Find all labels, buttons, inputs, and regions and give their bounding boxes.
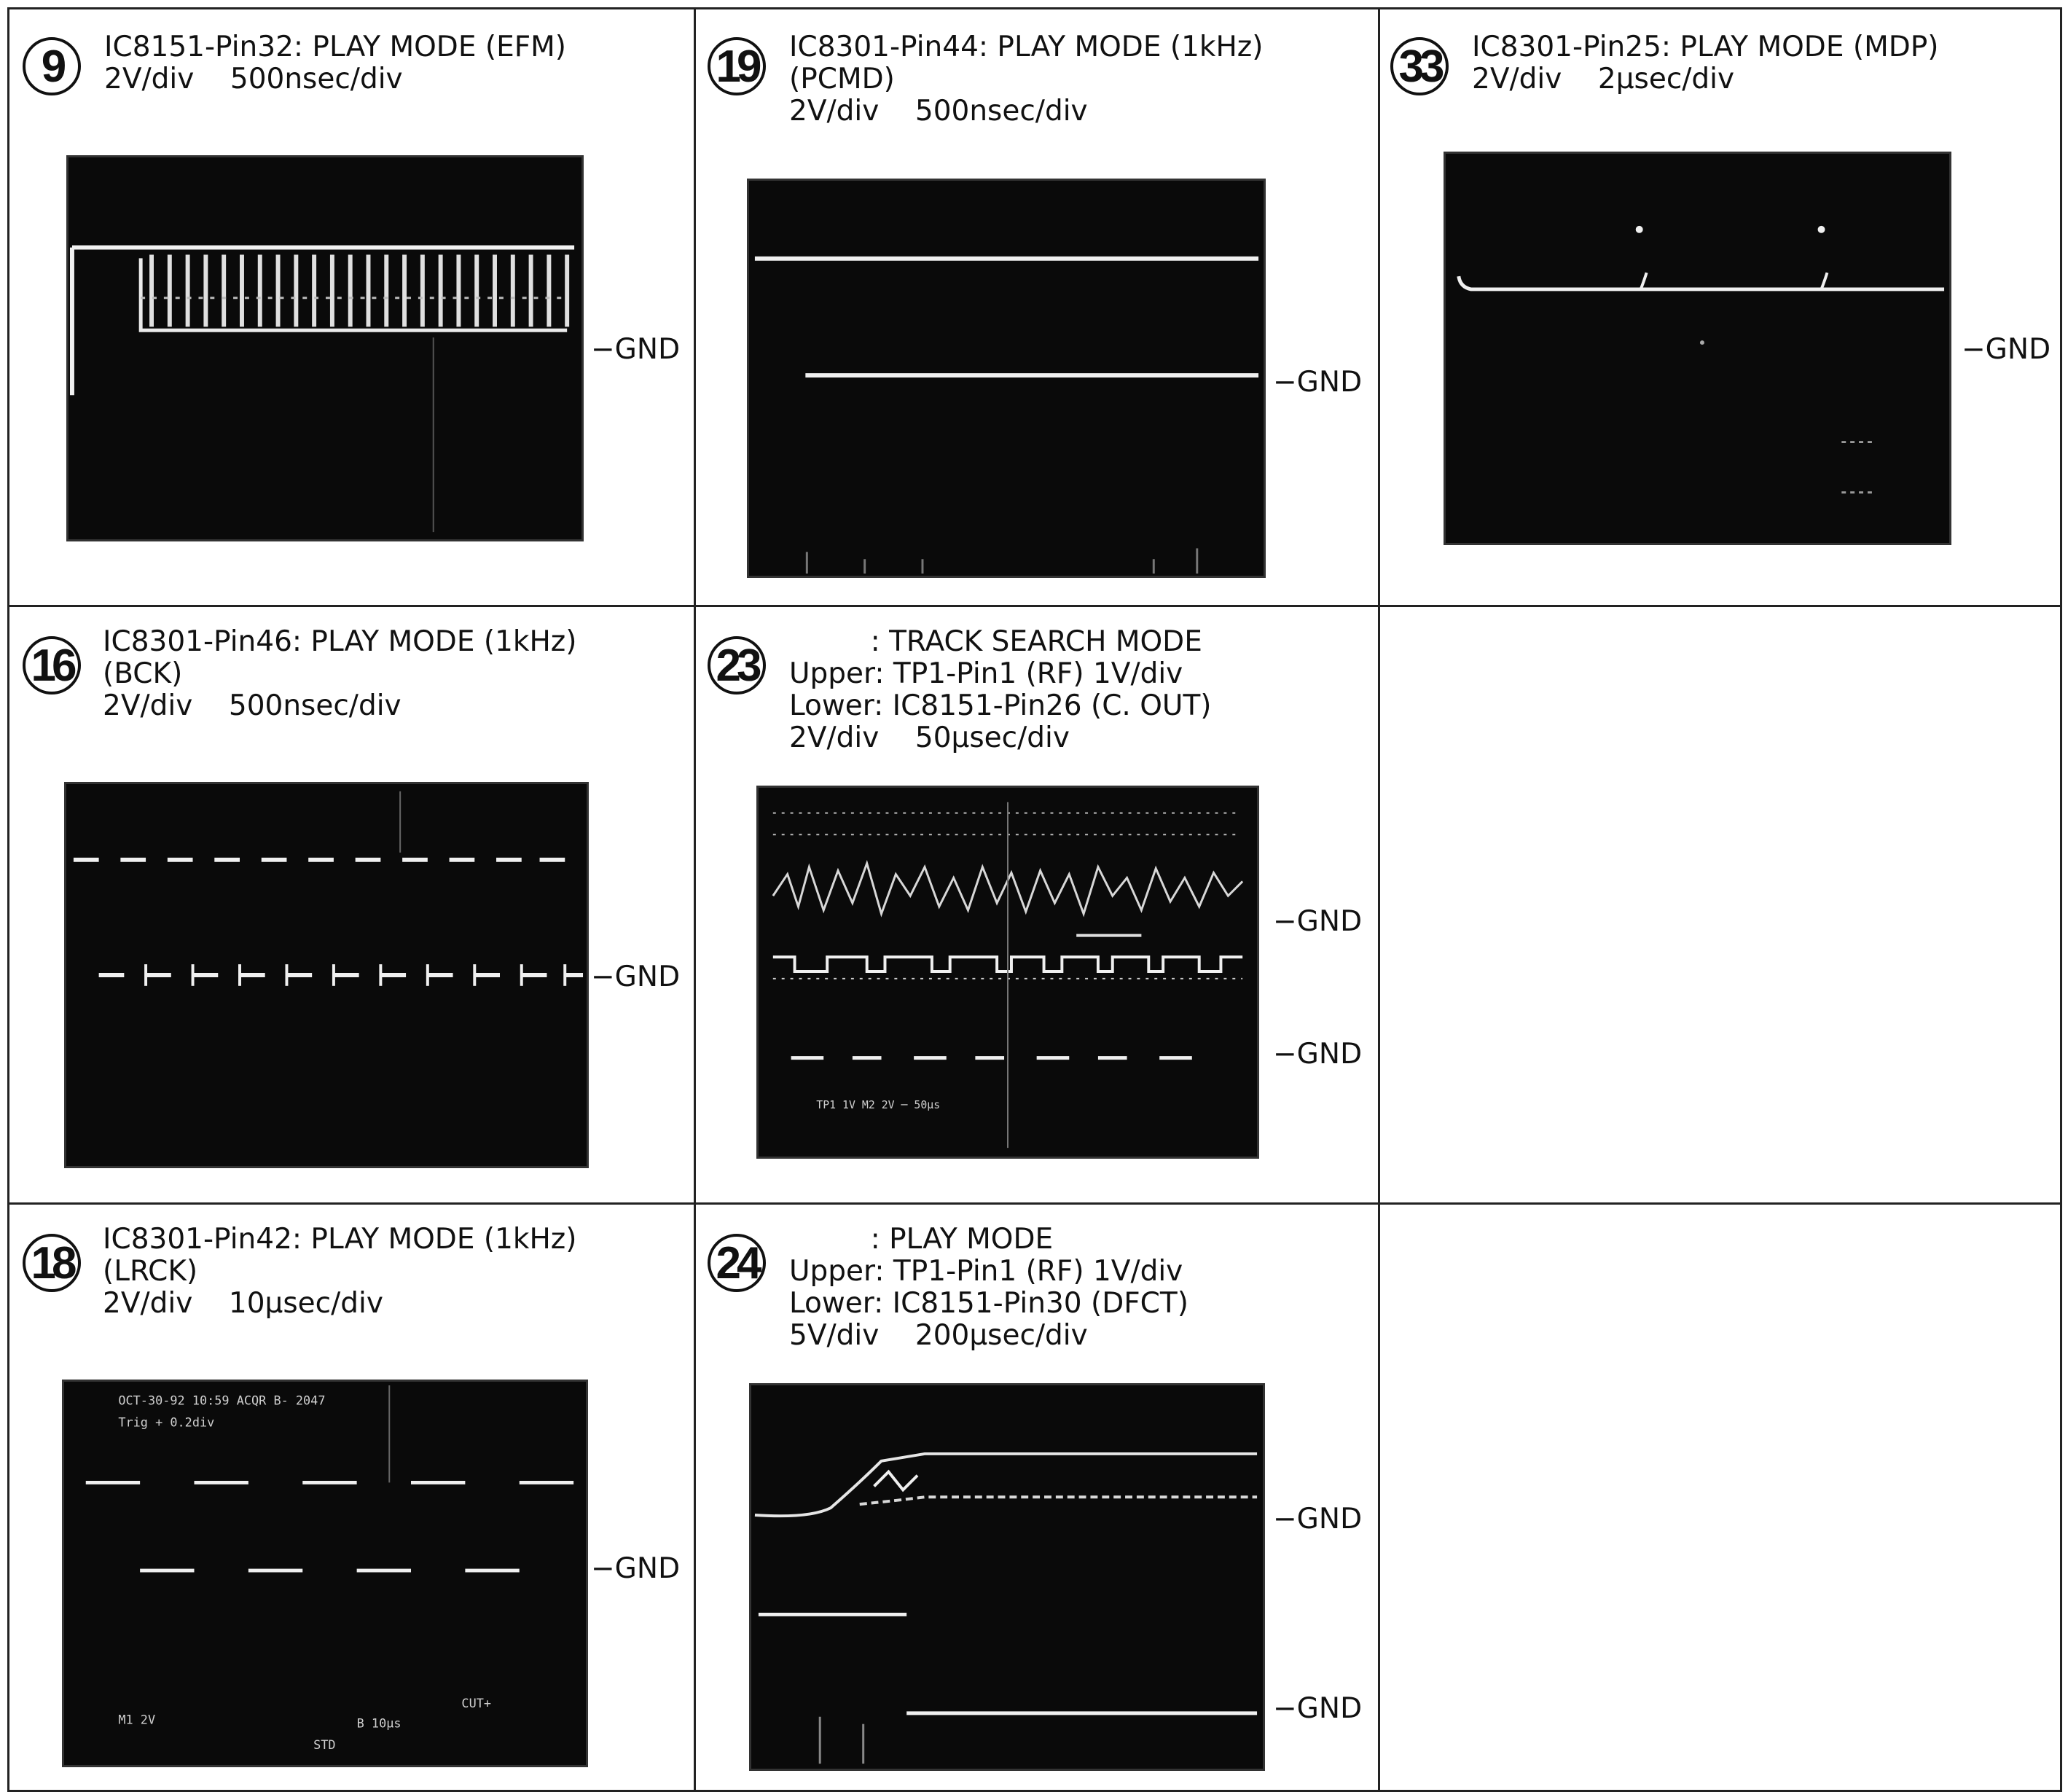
gnd-marker: −GND	[591, 1552, 681, 1585]
panel-18: 18 IC8301-Pin42: PLAY MODE (1kHz) (LRCK)…	[7, 1202, 696, 1792]
bck-waveform	[66, 784, 587, 1166]
panel-number-badge: 19	[708, 37, 766, 95]
panel-caption: : PLAY MODE Upper: TP1-Pin1 (RF) 1V/div …	[789, 1223, 1188, 1352]
gnd-marker: −GND	[1273, 1692, 1363, 1725]
panel-number-badge: 24	[708, 1234, 766, 1292]
scope-readout: B 10μs	[357, 1716, 402, 1731]
panel-number-badge: 16	[23, 636, 81, 695]
mdp-waveform	[1446, 154, 1949, 543]
lrck-waveform: OCT-30-92 10:59 ACQR B- 2047 Trig + 0.2d…	[64, 1382, 586, 1765]
gnd-marker: −GND	[591, 333, 681, 366]
panel-caption: IC8301-Pin44: PLAY MODE (1kHz) (PCMD) 2V…	[789, 31, 1264, 128]
scope-readout: Trig + 0.2div	[118, 1415, 214, 1429]
scope-readout: M1 2V	[118, 1713, 155, 1727]
gnd-marker: −GND	[1273, 366, 1363, 399]
gnd-marker: −GND	[1273, 905, 1363, 938]
panel-number-badge: 23	[708, 636, 766, 695]
gnd-marker: −GND	[1273, 1503, 1363, 1535]
oscilloscope-screen: OCT-30-92 10:59 ACQR B- 2047 Trig + 0.2d…	[62, 1380, 588, 1767]
gnd-marker: −GND	[1962, 333, 2051, 366]
scope-readout: STD	[313, 1737, 335, 1752]
gnd-marker: −GND	[1273, 1038, 1363, 1071]
oscilloscope-screen	[66, 155, 584, 541]
panel-24: 24 : PLAY MODE Upper: TP1-Pin1 (RF) 1V/d…	[694, 1202, 1380, 1792]
panel-16: 16 IC8301-Pin46: PLAY MODE (1kHz) (BCK) …	[7, 605, 696, 1205]
panel-23: 23 : TRACK SEARCH MODE Upper: TP1-Pin1 (…	[694, 605, 1380, 1205]
panel-number-badge: 9	[23, 37, 81, 95]
scope-readout: TP1 1V M2 2V ─ 50μs	[816, 1099, 940, 1111]
scope-readout: CUT+	[461, 1696, 491, 1710]
panel-caption: IC8301-Pin46: PLAY MODE (1kHz) (BCK) 2V/…	[103, 625, 577, 722]
panel-33: 33 IC8301-Pin25: PLAY MODE (MDP) 2V/div …	[1378, 7, 2062, 607]
panel-19: 19 IC8301-Pin44: PLAY MODE (1kHz) (PCMD)…	[694, 7, 1380, 607]
panel-9: 9 IC8151-Pin32: PLAY MODE (EFM) 2V/div 5…	[7, 7, 696, 607]
scope-readout: OCT-30-92 10:59 ACQR B- 2047	[118, 1393, 325, 1408]
oscilloscope-screen	[749, 1383, 1265, 1771]
panel-caption: IC8301-Pin25: PLAY MODE (MDP) 2V/div 2μs…	[1472, 31, 1939, 95]
panel-caption: : TRACK SEARCH MODE Upper: TP1-Pin1 (RF)…	[789, 625, 1212, 754]
oscilloscope-screen: TP1 1V M2 2V ─ 50μs	[756, 786, 1259, 1159]
oscilloscope-screen	[64, 782, 589, 1168]
panel-number-badge: 33	[1390, 37, 1449, 95]
track-search-waveform: TP1 1V M2 2V ─ 50μs	[759, 788, 1257, 1157]
play-mode-waveform	[751, 1385, 1263, 1769]
pcmd-waveform	[749, 181, 1264, 576]
panel-number-badge: 18	[23, 1234, 81, 1292]
panel-empty-row2	[1378, 605, 2062, 1205]
oscilloscope-screen	[747, 179, 1266, 578]
panel-caption: IC8151-Pin32: PLAY MODE (EFM) 2V/div 500…	[104, 31, 567, 95]
panel-caption: IC8301-Pin42: PLAY MODE (1kHz) (LRCK) 2V…	[103, 1223, 577, 1320]
oscilloscope-screen	[1444, 152, 1951, 545]
gnd-marker: −GND	[591, 960, 681, 993]
efm-waveform	[68, 157, 581, 539]
panel-empty-row3	[1378, 1202, 2062, 1792]
